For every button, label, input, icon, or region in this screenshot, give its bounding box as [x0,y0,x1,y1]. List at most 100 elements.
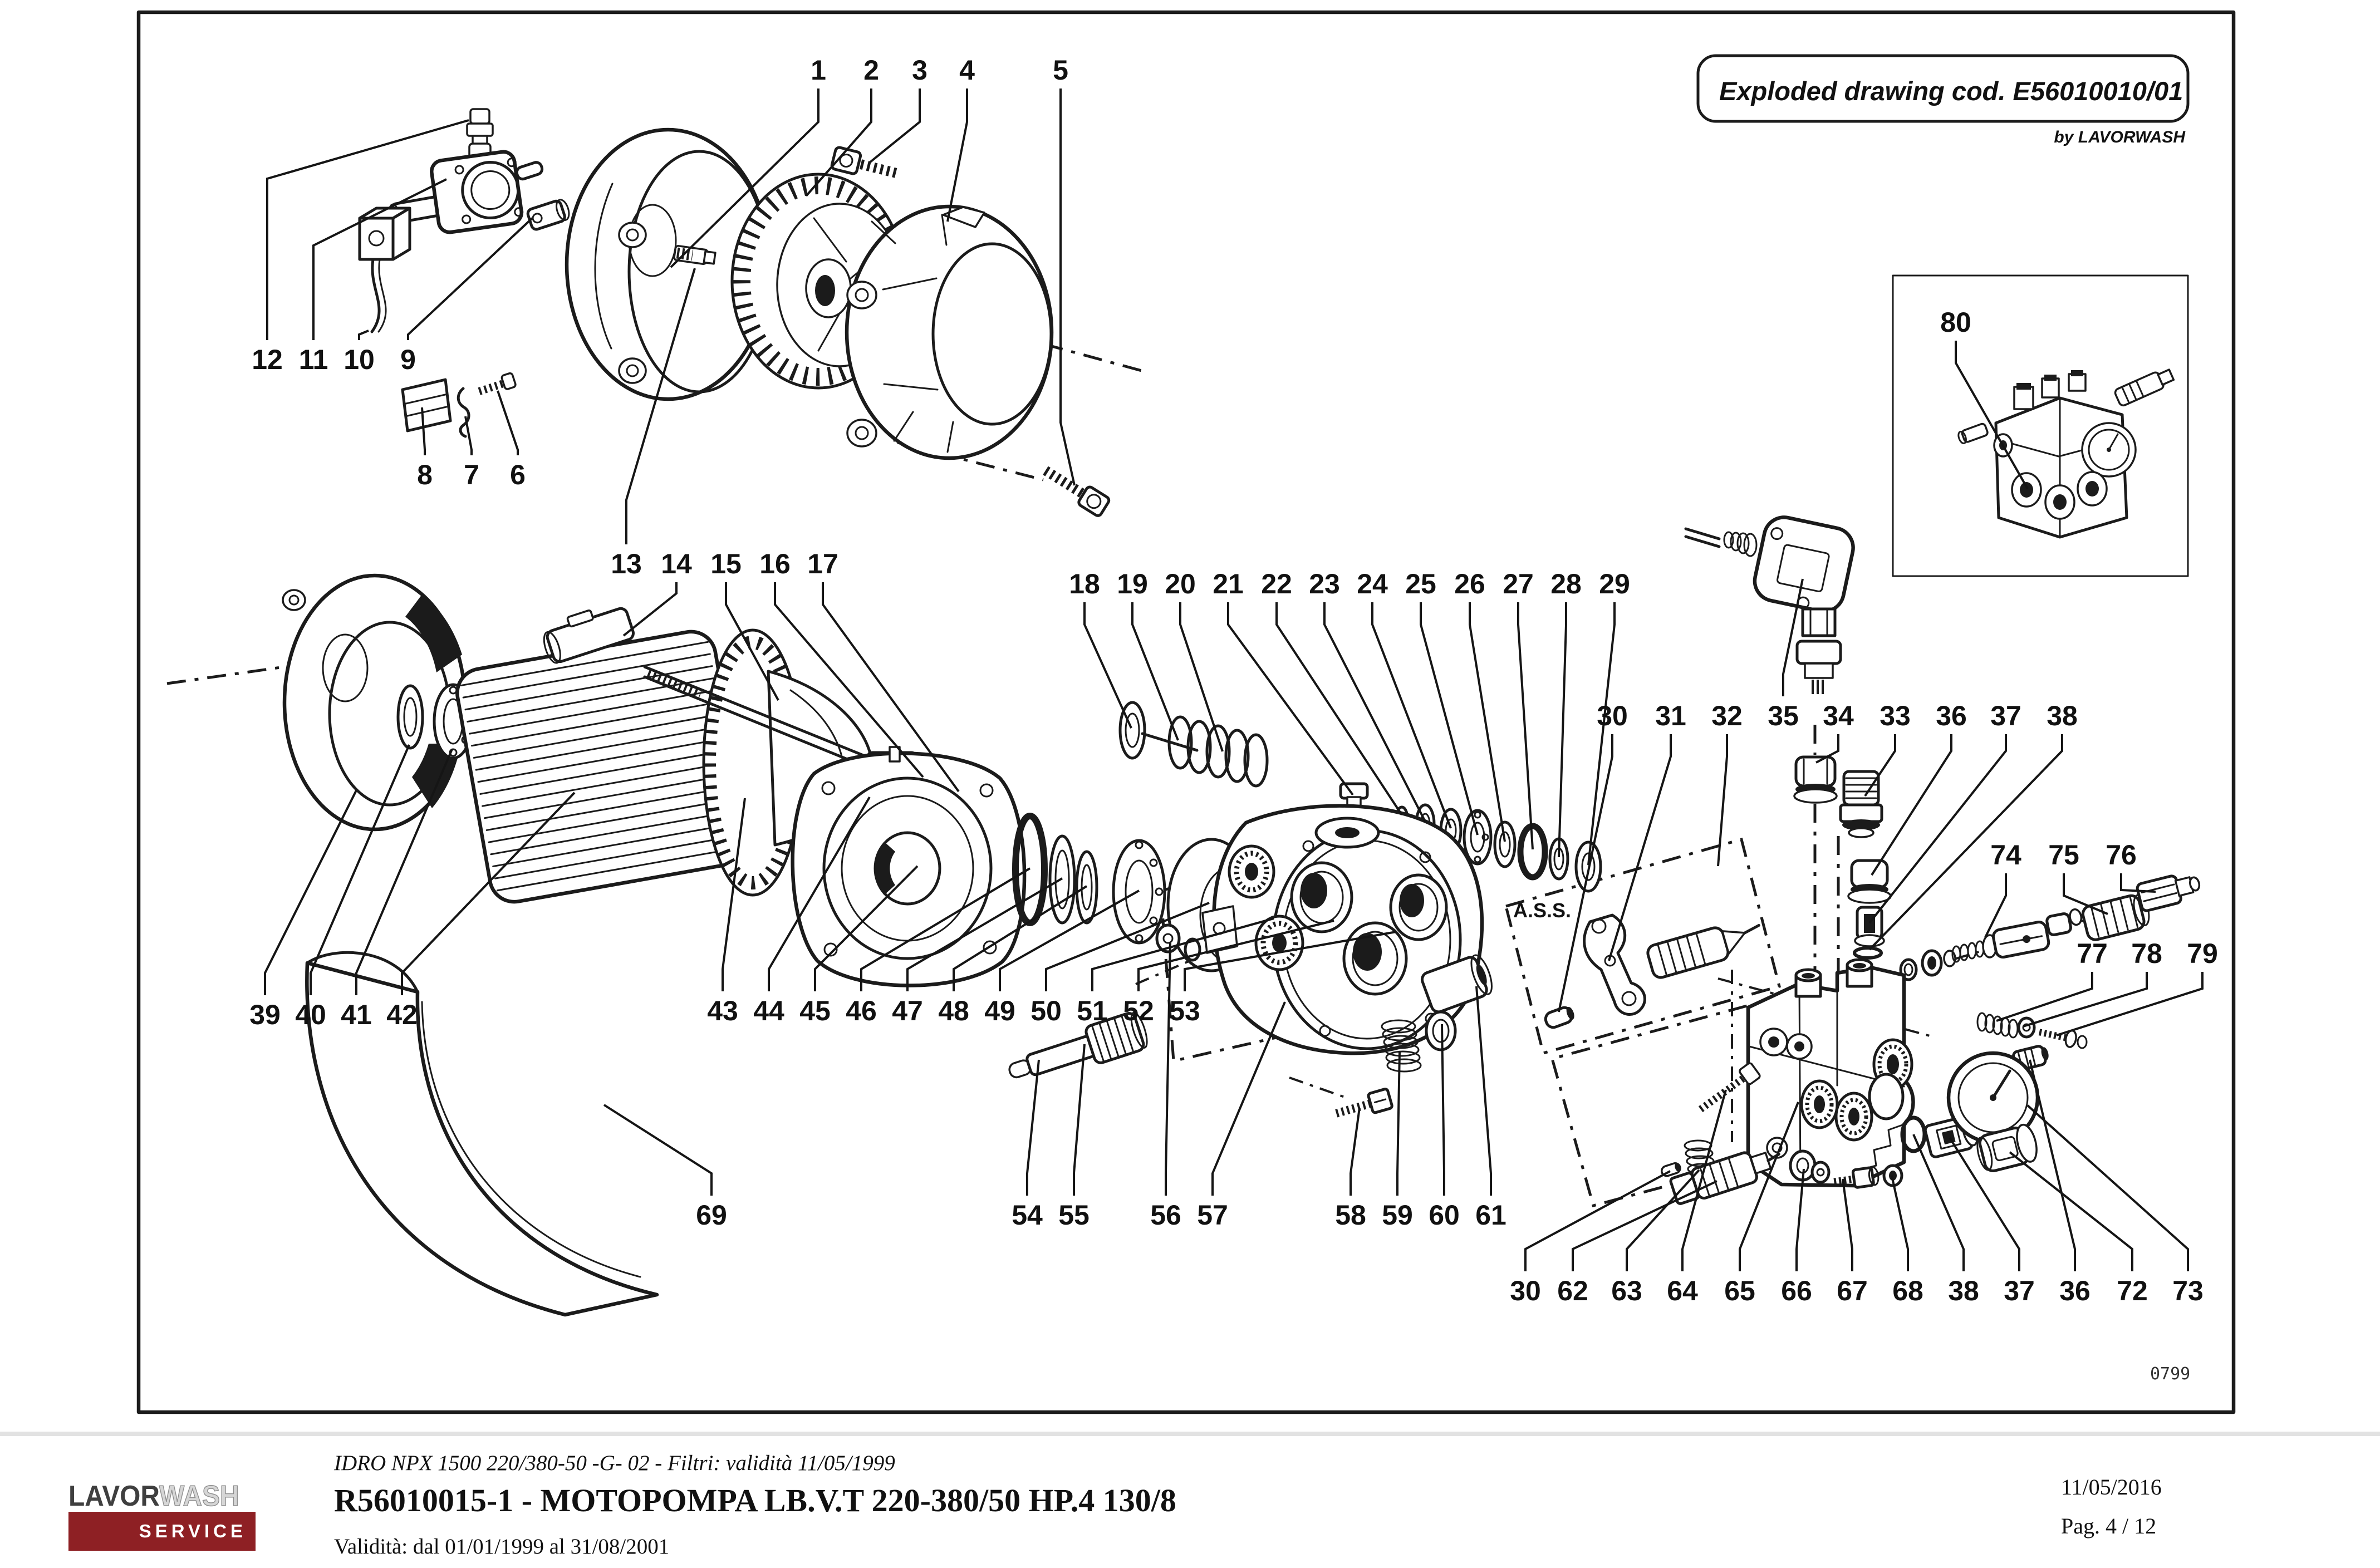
callout-36: 36 [2059,1275,2091,1306]
callout-64: 64 [1667,1275,1698,1306]
callout-40: 40 [295,999,326,1030]
leader-line-7 [464,416,473,455]
callout-12: 12 [252,344,283,375]
bronze-sleeve [1420,954,1493,1014]
callout-56: 56 [1150,1200,1181,1231]
callout-28: 28 [1550,568,1582,599]
leader-line-19 [1131,602,1179,741]
callout-7: 7 [464,459,479,490]
callout-60: 60 [1429,1200,1460,1231]
callout-15: 15 [710,548,742,579]
casing-screw [1335,1088,1393,1118]
page-number: Pag. 4 / 12 [2061,1513,2157,1538]
stud-bolt [673,245,717,266]
inset-box [1892,274,2189,577]
callout-35: 35 [1768,700,1799,731]
callout-17: 17 [807,548,838,579]
leader-line-55 [1073,1044,1086,1196]
callout-43: 43 [707,995,738,1026]
fan-cowl [845,204,1054,460]
callout-54: 54 [1012,1200,1043,1231]
callout-16: 16 [759,548,791,579]
callout-4: 4 [959,55,975,86]
leader-line-14 [622,582,678,637]
solenoid-coil [358,207,411,333]
callout-49: 49 [984,995,1015,1026]
callout-61: 61 [1475,1200,1506,1231]
callout-29: 29 [1599,568,1630,599]
callout-26: 26 [1454,568,1485,599]
callout-18: 18 [1069,568,1100,599]
callout-47: 47 [892,995,923,1026]
leader-line-64 [1681,1089,1727,1271]
leader-line-68 [1891,1175,1909,1271]
leader-line-66 [1795,1168,1805,1271]
callout-74: 74 [1990,839,2021,871]
leader-line-53 [1184,931,1397,991]
leader-line-60 [1441,1024,1445,1196]
leader-line-30 [1558,734,1613,1012]
leader-line-17 [822,582,960,793]
leader-line-65 [1739,1102,1799,1271]
leader-line-23 [1323,602,1426,822]
footer: LAVORWASH SERVICE IDRO NPX 1500 220/380-… [0,1434,2380,1568]
callout-45: 45 [799,995,831,1026]
callout-65: 65 [1724,1275,1755,1306]
leader-line-25 [1420,602,1479,835]
leader-line-2 [805,89,872,197]
piston-spring [1381,1019,1422,1073]
leader-line-37 [1949,1137,2020,1271]
cap-36 [1847,859,1892,904]
leader-line-24 [1371,602,1452,829]
leader-line-33 [1864,734,1896,797]
side-port-1 [1228,844,1275,899]
leader-line-56 [1165,942,1171,1196]
leader-line-29 [1587,602,1616,866]
callout-24: 24 [1357,568,1388,599]
callout-21: 21 [1213,568,1244,599]
fan-bolt [830,146,898,178]
callout-73: 73 [2172,1275,2204,1306]
ass-label: A.S.S. [1513,899,1571,922]
valve-caps-column [1793,755,1892,960]
leader-line-32 [1717,734,1728,867]
ass-kit-box [1504,837,1782,1055]
callout-79: 79 [2187,938,2218,969]
inset-assembled-head [1957,368,2175,539]
head-hardware [1660,1045,2049,1205]
model-line: IDRO NPX 1500 220/380-50 -G- 02 - Filtri… [334,1451,895,1475]
leader-line-57 [1211,1001,1286,1196]
gauge-cap-72 [1976,1123,2038,1173]
callout-59: 59 [1382,1200,1413,1231]
leader-line-51 [1091,917,1274,991]
leader-line-28 [1558,602,1567,858]
callout-5: 5 [1053,55,1068,86]
callout-32: 32 [1711,700,1743,731]
callout-46: 46 [846,995,877,1026]
leader-line-77 [1996,972,2093,1022]
leader-line-54 [1026,1059,1040,1196]
callout-69: 69 [696,1200,727,1231]
leader-line-35 [1782,578,1804,696]
side-port-2 [1254,915,1304,971]
callout-20: 20 [1165,568,1196,599]
leader-line-38 [1912,1134,1965,1271]
pressure-gauge [1946,1051,2040,1144]
piston-assembly [1008,1011,1148,1079]
unloader-valve-assembly [358,108,570,438]
leader-line-5 [1059,89,1076,486]
callout-31: 31 [1655,700,1686,731]
lavorwash-logo: LAVORWASH SERVICE [68,1481,256,1551]
leader-line-36 [2029,1059,2076,1271]
document-title: R56010015-1 - MOTOPOMPA LB.V.T 220-380/5… [334,1482,1176,1518]
leader-line-46 [860,867,1031,991]
callout-1: 1 [811,55,826,86]
leader-line-18 [1083,602,1132,729]
leader-line-69 [603,1104,713,1196]
o-ring [1012,813,1048,926]
leader-line-75 [2063,873,2108,915]
leader-line-4 [946,89,968,222]
leader-line-8 [421,407,426,455]
